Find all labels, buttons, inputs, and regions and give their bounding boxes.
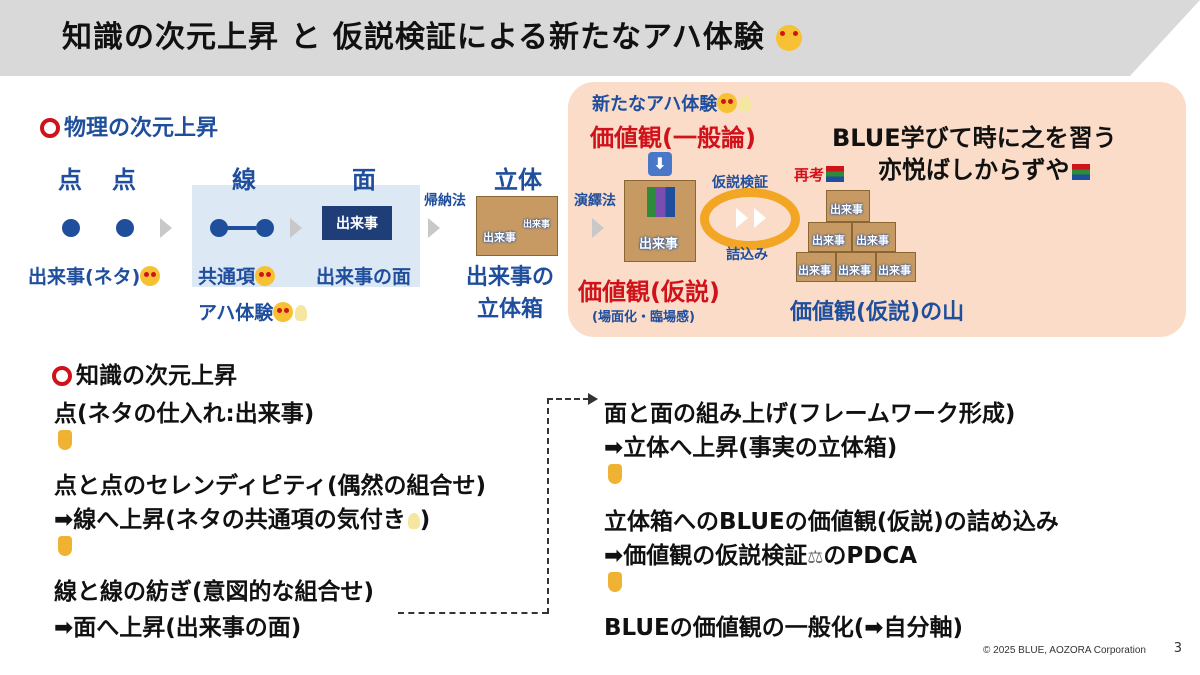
quote-line-1: BLUE学びて時に之を習う (832, 124, 1117, 152)
pointing-down-icon (608, 464, 622, 484)
knowledge-left-line-4: 線と線の紡ぎ(意図的な組合せ) (54, 579, 375, 605)
light-bulb-icon (739, 96, 752, 112)
knowledge-left-line-5: ➡面へ上昇(出来事の面) (54, 615, 302, 641)
box-contents (647, 187, 675, 217)
line-dot-left (210, 219, 228, 237)
chevron-right-icon (160, 218, 172, 238)
chevron-right-icon (428, 218, 440, 238)
common-item-label: 共通項 (198, 262, 276, 289)
knowledge-right-line-3: 立体箱へのBLUEの価値観(仮説)の詰め込み (604, 509, 1059, 535)
physics-heading: 物理の次元上昇 (40, 110, 218, 142)
scene-note: (場面化・臨場感) (592, 310, 695, 325)
down-arrow-icon: ⬇ (648, 152, 672, 176)
copyright-footer: © 2025 BLUE, AOZORA Corporation (982, 645, 1146, 656)
arrow-head-icon (588, 393, 598, 405)
pointing-down-icon (58, 536, 72, 556)
solid-event-box: 出来事 出来事 (476, 196, 558, 256)
event-surface-label: 出来事の面 (316, 266, 412, 288)
red-circle-icon (40, 118, 60, 138)
flushed-face-emoji-icon (140, 266, 161, 286)
knowledge-left-line-3: ➡線へ上昇(ネタの共通項の気付き) (54, 507, 431, 533)
new-aha-label: 新たなアハ体験 (592, 90, 752, 116)
light-bulb-icon (407, 513, 420, 529)
point-dot-1 (62, 219, 80, 237)
stage-label-surface: 面 (352, 166, 376, 194)
event-neta-label: 出来事(ネタ) (28, 262, 161, 289)
mountain-box: 出来事 (876, 252, 916, 282)
knowledge-left-line-1: 点(ネタの仕入れ:出来事) (54, 401, 315, 427)
line-dot-right (256, 219, 274, 237)
values-hypothesis-label: 価値観(仮説) (578, 278, 720, 306)
dashed-connector (398, 612, 548, 614)
mountain-box: 出来事 (836, 252, 876, 282)
star-struck-emoji-icon (273, 302, 294, 322)
stage-label-line: 線 (232, 166, 256, 194)
solid-box-caption: 出来事の 立体箱 (465, 265, 554, 322)
knowledge-right-line-1: 面と面の組み上げ(フレームワーク形成) (604, 401, 1016, 427)
induction-label: 帰納法 (424, 193, 466, 209)
open-event-box: 出来事 (624, 180, 696, 262)
red-circle-icon (52, 366, 72, 386)
knowledge-right-line-5: BLUEの価値観の一般化(➡自分軸) (604, 615, 964, 641)
stage-label-solid: 立体 (494, 166, 542, 194)
quote-line-2: 亦悦ばしからずや (878, 150, 1090, 185)
cycle-arrows-icon (700, 188, 800, 250)
slide-title: 知識の次元上昇 と 仮説検証による新たなアハ体験 (62, 12, 803, 56)
knowledge-right-line-4: ➡価値観の仮説検証⚖のPDCA (604, 543, 918, 569)
dashed-connector (547, 398, 549, 614)
star-struck-emoji-icon (717, 93, 738, 113)
star-struck-emoji-icon (255, 266, 276, 286)
point-dot-2 (116, 219, 134, 237)
mountain-box: 出来事 (808, 222, 852, 252)
values-general-label: 価値観(一般論) (590, 124, 756, 152)
aha-label: アハ体験 (198, 298, 308, 325)
hypothesis-verification-label: 仮説検証 (712, 175, 768, 191)
mountain-box: 出来事 (826, 190, 870, 222)
light-bulb-icon (295, 305, 308, 321)
pointing-down-icon (608, 572, 622, 592)
title-bar (0, 0, 1200, 76)
box-label: 出来事 (483, 231, 516, 244)
knowledge-left-line-2: 点と点のセレンディピティ(偶然の組合せ) (54, 473, 487, 499)
books-icon (1071, 164, 1090, 180)
balance-scale-icon: ⚖ (807, 547, 824, 568)
event-surface-box: 出来事 (322, 206, 392, 240)
pointing-down-icon (58, 430, 72, 450)
rethink-label: 再考 (794, 164, 845, 185)
page-number: 3 (1173, 641, 1182, 656)
chevron-right-icon (736, 208, 748, 228)
stage-label-point-1: 点 (58, 166, 82, 194)
stage-label-point-2: 点 (112, 166, 136, 194)
line-connector (226, 226, 256, 230)
chevron-right-icon (754, 208, 766, 228)
books-icon (826, 166, 845, 182)
packing-label: 詰込み (726, 247, 768, 263)
box-label: 出来事 (639, 237, 679, 252)
knowledge-heading: 知識の次元上昇 (52, 356, 237, 390)
mountain-box: 出来事 (852, 222, 896, 252)
chevron-right-icon (592, 218, 604, 238)
mountain-box: 出来事 (796, 252, 836, 282)
star-struck-emoji-icon (776, 25, 803, 51)
chevron-right-icon (290, 218, 302, 238)
mountain-label: 価値観(仮説)の山 (790, 300, 965, 325)
dashed-connector (547, 398, 589, 400)
knowledge-right-line-2: ➡立体へ上昇(事実の立体箱) (604, 435, 898, 461)
box-side-label: 出来事 (523, 220, 551, 230)
deduction-label: 演繹法 (574, 193, 616, 209)
